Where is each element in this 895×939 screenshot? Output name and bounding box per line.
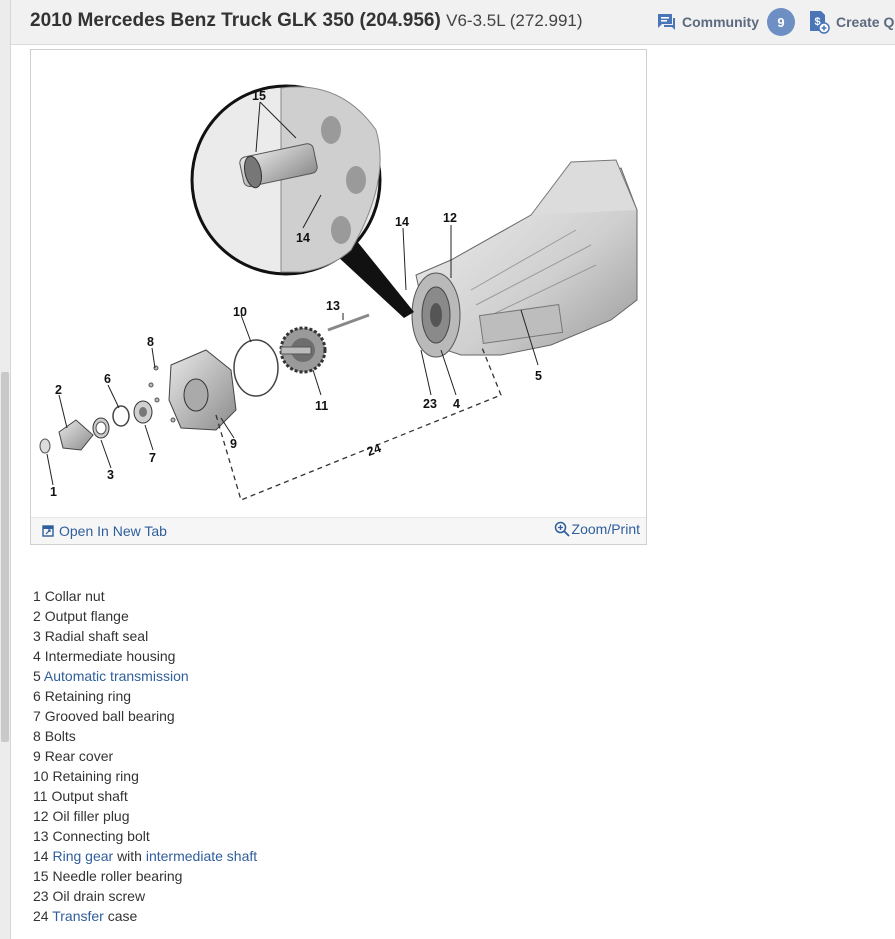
leader-lines	[46, 101, 539, 486]
engine-code: V6-3.5L (272.991)	[446, 11, 583, 30]
legend-item: 12 Oil filler plug	[33, 808, 130, 824]
callout-1: 1	[50, 485, 57, 499]
callout-12: 12	[443, 211, 457, 225]
page-title: 2010 Mercedes Benz Truck GLK 350 (204.95…	[30, 10, 583, 32]
callout-13: 13	[326, 299, 340, 313]
ring-gear-link[interactable]: Ring gear	[52, 848, 114, 864]
callout-10: 10	[233, 305, 247, 319]
diagram-footer: Open In New Tab Zoom/Print	[31, 517, 646, 544]
transmission-exploded-diagram[interactable]: 15 14 14 12 13 10 8 6 2 5 11 23 4 9 7 3 …	[31, 50, 646, 518]
callout-6: 6	[104, 372, 111, 386]
exploded-parts	[39, 313, 370, 454]
intermediate-shaft-link[interactable]: intermediate shaft	[145, 848, 258, 864]
callout-4: 4	[453, 397, 460, 411]
parts-legend: 1 Collar nut 2 Output flange 3 Radial sh…	[33, 586, 257, 926]
detail-magnifier	[190, 84, 414, 318]
zoom-in-icon	[554, 521, 570, 537]
create-question-label: Create Qu	[836, 14, 895, 30]
callout-11: 11	[315, 399, 328, 413]
legend-item: 24 Transfer case	[33, 908, 138, 924]
legend-item: 5 Automatic transmission	[33, 668, 189, 684]
callout-2: 2	[55, 383, 62, 397]
transfer-link[interactable]: Transfer	[52, 908, 104, 924]
left-scrollbar[interactable]	[0, 0, 11, 939]
legend-item: 10 Retaining ring	[33, 768, 139, 784]
callout-5: 5	[535, 369, 542, 383]
open-in-new-tab-label: Open In New Tab	[59, 523, 167, 539]
community-label: Community	[682, 14, 759, 30]
community-count-badge: 9	[767, 8, 795, 36]
transfer-case-outline	[215, 344, 502, 501]
legend-item: 3 Radial shaft seal	[33, 628, 149, 644]
legend-item: 2 Output flange	[33, 608, 129, 624]
new-tab-icon	[42, 525, 54, 537]
automatic-transmission-link[interactable]: Automatic transmission	[43, 668, 189, 684]
legend-item: 11 Output shaft	[33, 788, 128, 804]
legend-item: 13 Connecting bolt	[33, 828, 150, 844]
diagram-card: 15 14 14 12 13 10 8 6 2 5 11 23 4 9 7 3 …	[30, 49, 647, 545]
open-in-new-tab-link[interactable]: Open In New Tab	[42, 523, 167, 539]
callout-3: 3	[107, 468, 114, 482]
callout-14-detail: 14	[296, 231, 310, 245]
legend-item: 15 Needle roller bearing	[33, 868, 183, 884]
dollar-document-icon: $	[810, 11, 830, 34]
legend-item: 7 Grooved ball bearing	[33, 708, 175, 724]
callout-23: 23	[423, 397, 437, 411]
scrollbar-thumb[interactable]	[1, 372, 9, 742]
legend-item: 1 Collar nut	[33, 588, 105, 604]
legend-item: 6 Retaining ring	[33, 688, 132, 704]
zoom-print-label: Zoom/Print	[571, 521, 640, 537]
chat-icon	[658, 14, 675, 30]
callout-15: 15	[252, 89, 266, 103]
callout-9: 9	[230, 437, 237, 451]
callout-14: 14	[395, 215, 409, 229]
community-button[interactable]: Community 9	[656, 8, 795, 36]
vehicle-title: 2010 Mercedes Benz Truck GLK 350 (204.95…	[30, 10, 441, 31]
legend-item: 14 Ring gear with intermediate shaft	[33, 848, 258, 864]
callout-8: 8	[147, 335, 154, 349]
legend-item: 23 Oil drain screw	[33, 888, 146, 904]
legend-item: 4 Intermediate housing	[33, 648, 176, 664]
svg-text:$: $	[814, 16, 820, 28]
transmission-body	[411, 159, 638, 358]
page-header: 2010 Mercedes Benz Truck GLK 350 (204.95…	[11, 0, 895, 45]
create-question-button[interactable]: $ Create Qu	[808, 8, 895, 36]
callout-24: 24	[365, 441, 383, 459]
zoom-print-link[interactable]: Zoom/Print	[554, 521, 640, 537]
legend-item: 8 Bolts	[33, 728, 76, 744]
callout-7: 7	[149, 451, 156, 465]
legend-item: 9 Rear cover	[33, 748, 114, 764]
